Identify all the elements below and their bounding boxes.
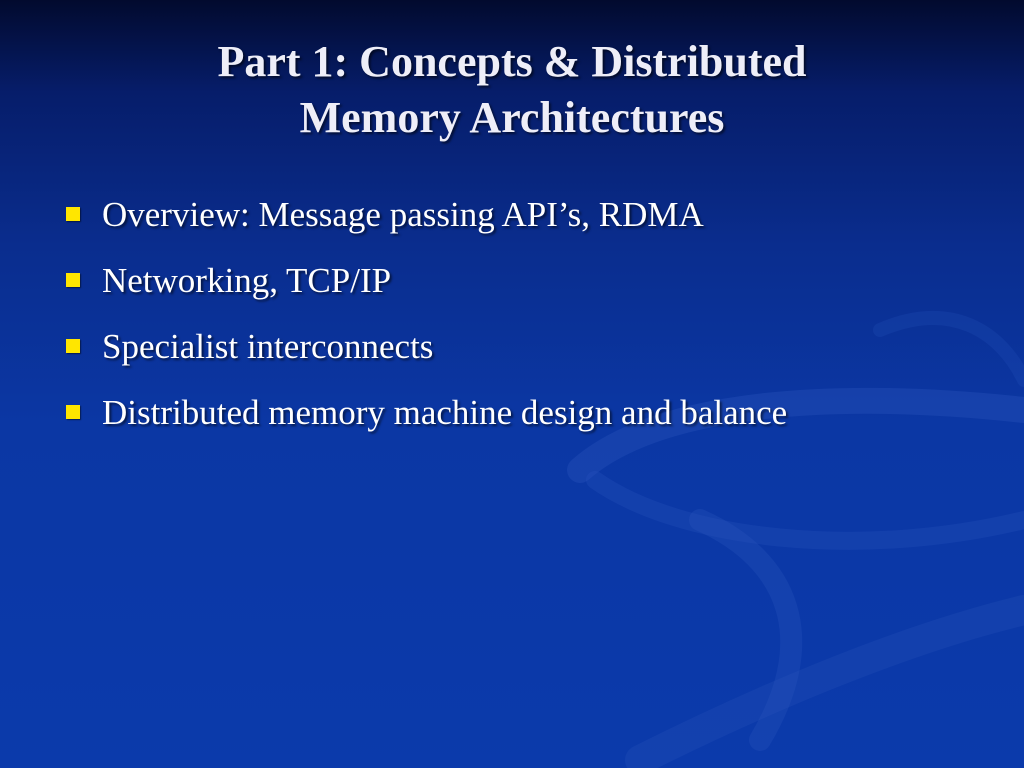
bullet-square-icon xyxy=(66,207,80,221)
bullet-item: Specialist interconnects xyxy=(62,322,862,372)
slide-title-line-1: Part 1: Concepts & Distributed xyxy=(217,37,807,86)
bullet-list: Overview: Message passing API’s, RDMA Ne… xyxy=(62,190,862,454)
bullet-text: Networking, TCP/IP xyxy=(102,261,392,300)
bullet-text: Overview: Message passing API’s, RDMA xyxy=(102,195,704,234)
bullet-square-icon xyxy=(66,339,80,353)
bullet-text: Specialist interconnects xyxy=(102,327,434,366)
bullet-item: Networking, TCP/IP xyxy=(62,256,862,306)
bullet-square-icon xyxy=(66,273,80,287)
bullet-item: Overview: Message passing API’s, RDMA xyxy=(62,190,862,240)
slide-title-line-2: Memory Architectures xyxy=(299,93,725,142)
slide-title: Part 1: Concepts & Distributed Memory Ar… xyxy=(40,34,984,146)
bullet-square-icon xyxy=(66,405,80,419)
bullet-text: Distributed memory machine design and ba… xyxy=(102,393,788,432)
bullet-item: Distributed memory machine design and ba… xyxy=(62,388,862,438)
